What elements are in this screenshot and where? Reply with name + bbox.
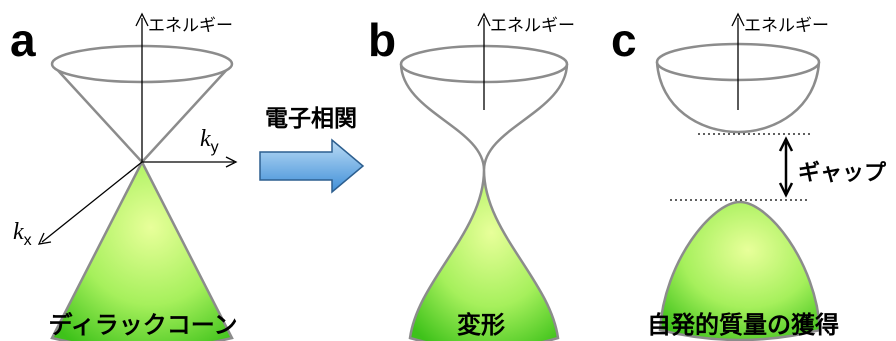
panel-letter-c: c — [611, 14, 637, 66]
ky-label-main: k — [200, 126, 211, 152]
energy-label-b: エネルギー — [490, 16, 575, 36]
kx-axis — [41, 161, 143, 243]
transition: 電子相関 — [259, 106, 365, 194]
kx-label-sub: x — [24, 232, 32, 249]
transition-label: 電子相関 — [265, 106, 357, 132]
gap-arrowhead-down — [778, 182, 794, 198]
energy-arrowhead-c — [731, 12, 745, 27]
caption-a: ディラックコーン — [48, 311, 237, 339]
kx-arrowhead — [37, 232, 52, 245]
caption-c: 自発的質量の獲得 — [647, 311, 839, 339]
caption-b: 変形 — [457, 311, 505, 339]
upper-band-c — [655, 61, 821, 134]
panel-c: c エネルギー ギャップ 自発的質量の獲得 — [611, 12, 887, 341]
energy-arrowhead-a — [135, 12, 149, 27]
gap-arrowhead-up — [778, 136, 794, 152]
panel-a: a エネルギー ky kx ディラックコーン — [10, 12, 238, 341]
kx-axis-label: kx — [13, 219, 32, 249]
energy-arrowhead-b — [477, 12, 491, 27]
panel-letter-a: a — [10, 14, 36, 66]
lower-band-c — [658, 200, 822, 341]
lower-surface-b — [408, 169, 560, 341]
panel-letter-b: b — [368, 14, 396, 66]
ky-axis-label: ky — [200, 126, 219, 156]
transition-arrow — [259, 138, 365, 194]
energy-label-a: エネルギー — [148, 16, 233, 36]
ky-label-sub: y — [211, 139, 219, 156]
panel-b: b エネルギー 変形 — [368, 12, 575, 341]
ky-arrowhead — [225, 156, 238, 168]
gap-label: ギャップ — [798, 161, 887, 186]
energy-label-c: エネルギー — [744, 16, 829, 36]
kx-label-main: k — [13, 219, 24, 245]
